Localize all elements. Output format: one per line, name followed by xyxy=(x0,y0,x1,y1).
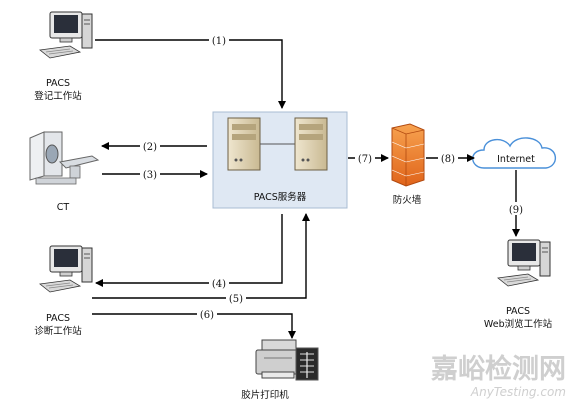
printer-label: 胶片打印机 xyxy=(241,389,289,401)
diagnosis-label-line1: PACS xyxy=(46,313,70,324)
watermark-en: AnyTesting.com xyxy=(470,385,566,399)
arrow-1-label: (1) xyxy=(212,36,226,47)
server-icon-1 xyxy=(227,117,261,171)
registration-label-line1: PACS xyxy=(46,78,70,89)
arrow-2-label: (2) xyxy=(143,142,157,153)
diagnosis-label-line2: 诊断工作站 xyxy=(34,325,82,337)
arrow-9-label: (9) xyxy=(509,205,523,216)
ct-scanner-icon xyxy=(29,131,100,185)
arrow-3-label: (3) xyxy=(143,170,157,181)
arrow-5 xyxy=(92,213,310,299)
registration-computer-icon xyxy=(39,11,93,59)
registration-label-line2: 登记工作站 xyxy=(34,90,82,102)
arrow-7-label: (7) xyxy=(358,154,372,165)
diagnosis-computer-icon xyxy=(39,245,93,293)
arrow-4-label: (4) xyxy=(212,279,226,290)
server-icon-2 xyxy=(294,117,328,171)
internet-label: Internet xyxy=(497,154,535,165)
web-label-line2: Web浏览工作站 xyxy=(484,318,553,330)
film-printer-icon xyxy=(255,339,301,379)
arrow-6-label: (6) xyxy=(200,310,214,321)
firewall-icon xyxy=(391,123,425,187)
arrow-1 xyxy=(95,39,286,109)
web-label-line1: PACS xyxy=(506,306,530,317)
arrow-6 xyxy=(92,313,296,339)
web-computer-icon xyxy=(497,239,551,287)
firewall-label: 防火墙 xyxy=(393,194,422,206)
watermark-cn: 嘉峪检测网 xyxy=(431,353,566,385)
xray-film-icon xyxy=(295,347,319,381)
server-label: PACS服务器 xyxy=(254,191,307,203)
arrow-5-label: (5) xyxy=(229,294,243,305)
arrow-4 xyxy=(95,214,283,287)
internet-cloud-icon xyxy=(472,137,556,169)
ct-label: CT xyxy=(57,202,70,213)
arrow-8-label: (8) xyxy=(441,154,455,165)
